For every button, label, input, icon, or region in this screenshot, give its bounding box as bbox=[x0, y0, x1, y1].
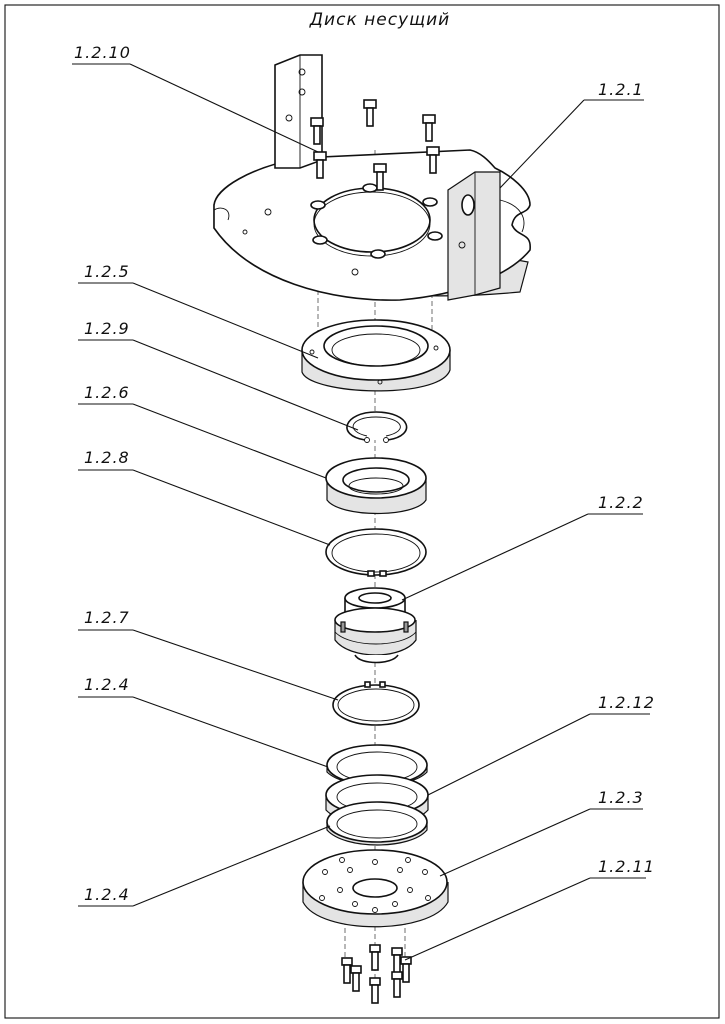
bolt bbox=[313, 151, 327, 179]
carrier-disk-part bbox=[213, 54, 531, 301]
bolt bbox=[422, 114, 436, 142]
callout-1.2.7: 1.2.7 bbox=[78, 608, 339, 701]
bolt bbox=[363, 99, 377, 127]
bolt bbox=[426, 146, 440, 174]
callout-1.2.9: 1.2.9 bbox=[78, 319, 359, 431]
callout-1.2.4-upper: 1.2.4 bbox=[78, 675, 329, 768]
callout-1.2.4-lower: 1.2.4 bbox=[78, 825, 331, 907]
drawing-frame bbox=[4, 4, 720, 1019]
callout-label: 1.2.11 bbox=[598, 857, 655, 876]
screw bbox=[341, 957, 353, 984]
thrust-washer-lower-part bbox=[326, 801, 428, 846]
bottom-screws-part bbox=[341, 944, 412, 1004]
callout-label: 1.2.12 bbox=[598, 693, 655, 712]
bolt bbox=[310, 117, 324, 145]
screw bbox=[400, 956, 412, 983]
screw bbox=[391, 971, 403, 998]
callout-label: 1.2.4 bbox=[84, 675, 130, 694]
callout-1.2.1: 1.2.1 bbox=[499, 80, 644, 189]
screw bbox=[391, 947, 403, 974]
callout-1.2.6: 1.2.6 bbox=[78, 383, 327, 479]
screw bbox=[369, 944, 381, 971]
callout-1.2.3: 1.2.3 bbox=[439, 788, 644, 877]
callout-label: 1.2.2 bbox=[598, 493, 644, 512]
drawing-title: Диск несущий bbox=[309, 10, 450, 30]
callout-1.2.10: 1.2.10 bbox=[72, 43, 319, 153]
callout-label: 1.2.8 bbox=[84, 448, 130, 467]
callout-1.2.2: 1.2.2 bbox=[401, 493, 644, 601]
snap-ring-middle-part bbox=[325, 528, 427, 577]
top-bolts-part bbox=[310, 99, 440, 191]
callout-label: 1.2.7 bbox=[84, 608, 130, 627]
screw bbox=[369, 977, 381, 1004]
callout-1.2.12: 1.2.12 bbox=[427, 693, 655, 796]
callout-label: 1.2.5 bbox=[84, 262, 130, 281]
snap-ring-lower-part bbox=[332, 681, 420, 726]
callout-label: 1.2.10 bbox=[74, 43, 131, 62]
callout-label: 1.2.4 bbox=[84, 885, 130, 904]
bearing-part bbox=[325, 457, 427, 514]
housing-ring-part bbox=[301, 319, 451, 392]
shaft-hub-part bbox=[334, 587, 417, 664]
callout-label: 1.2.1 bbox=[598, 80, 644, 99]
callout-label: 1.2.9 bbox=[84, 319, 130, 338]
base-flange-part bbox=[302, 849, 449, 928]
callout-1.2.5: 1.2.5 bbox=[78, 262, 319, 359]
callout-1.2.11: 1.2.11 bbox=[404, 857, 655, 961]
snap-ring-upper-part bbox=[346, 411, 408, 443]
screw bbox=[350, 965, 362, 992]
callout-1.2.8: 1.2.8 bbox=[78, 448, 331, 546]
callout-label: 1.2.6 bbox=[84, 383, 130, 402]
bolt bbox=[373, 163, 387, 191]
callout-label: 1.2.3 bbox=[598, 788, 644, 807]
